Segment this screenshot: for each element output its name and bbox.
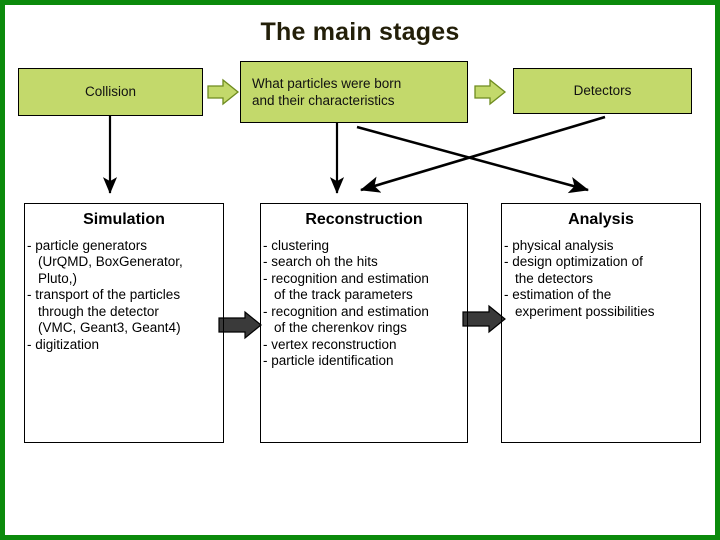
stage-box-collision-label: Collision — [84, 84, 137, 100]
connector-layer — [102, 78, 606, 340]
list-item-continuation: of the cherenkov rings — [274, 320, 407, 336]
list-item: - search oh the hits — [263, 254, 378, 270]
stage-list-simulation: - particle generators(UrQMD, BoxGenerato… — [27, 238, 183, 353]
list-item-continuation: of the track parameters — [274, 287, 413, 303]
list-item: - particle generators — [27, 238, 148, 253]
stage-box-simulation[interactable] — [24, 203, 224, 443]
stage-list-analysis: - physical analysis- design optimization… — [504, 238, 655, 320]
green-arrow-particles-to-detectors — [474, 78, 507, 106]
list-item-continuation: (VMC, Geant3, Geant4) — [38, 320, 181, 336]
stage-box-analysis[interactable] — [501, 203, 701, 443]
connector-detectors-to-reconstruction — [360, 115, 606, 193]
connector-particles-to-analysis — [356, 125, 590, 194]
thick-arrow-simulation-to-reconstruction — [218, 310, 262, 340]
list-item: - recognition and estimation — [263, 270, 429, 286]
list-item-continuation: Pluto,) — [38, 270, 78, 286]
stage-box-particles[interactable]: What particles were born and their chara… — [240, 61, 468, 123]
stage-box-detectors[interactable]: Detectors — [513, 68, 692, 114]
list-item-continuation: the detectors — [515, 270, 594, 286]
thick-arrow-reconstruction-to-analysis — [462, 304, 506, 334]
list-item: - transport of the particles — [27, 287, 181, 303]
stage-title-reconstruction: Reconstruction — [305, 211, 423, 228]
list-item-continuation: experiment possibilities — [515, 303, 655, 319]
stage-title-simulation: Simulation — [83, 211, 165, 228]
list-item-continuation: through the detector — [38, 303, 159, 319]
list-item: - physical analysis — [504, 238, 614, 253]
list-item-continuation: (UrQMD, BoxGenerator, — [38, 254, 183, 270]
list-item: - clustering — [263, 238, 330, 253]
list-item: - estimation of the — [504, 287, 612, 303]
list-item: - design optimization of — [504, 254, 643, 270]
list-item: - vertex reconstruction — [263, 336, 397, 352]
green-arrow-collision-to-particles — [207, 78, 240, 106]
list-item: - particle identification — [263, 353, 394, 369]
stage-box-detectors-label: Detectors — [573, 83, 632, 99]
stage-box-particles-label-line2: and their characteristics — [252, 93, 395, 108]
stage-box-particles-label-line1: What particles were born — [252, 75, 402, 91]
stage-title-analysis: Analysis — [568, 211, 634, 228]
list-item: - digitization — [27, 336, 100, 352]
list-item: - recognition and estimation — [263, 303, 429, 319]
stage-box-collision[interactable]: Collision — [18, 68, 203, 116]
page-title: The main stages — [260, 18, 460, 46]
stage-box-particles-label: What particles were born and their chara… — [241, 75, 401, 110]
stage-box-reconstruction[interactable] — [260, 203, 468, 443]
stage-list-reconstruction: - clustering- search oh the hits- recogn… — [263, 238, 429, 370]
